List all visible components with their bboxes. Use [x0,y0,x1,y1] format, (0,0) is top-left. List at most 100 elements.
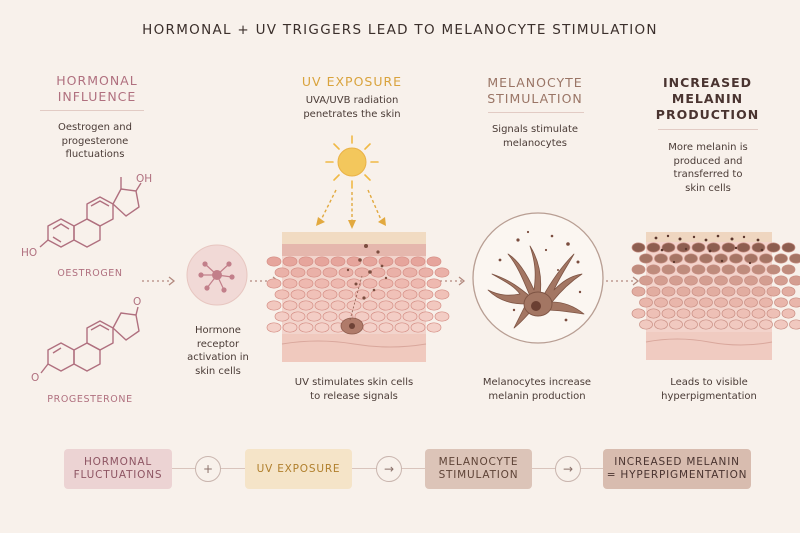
melanin-granule [692,235,696,239]
melanin-granule [760,248,764,252]
heading-melanin-line-2: MELANIN [671,91,744,106]
caption-pigment-2: hyperpigmentation [661,390,757,402]
skin-cell [426,256,442,267]
skin-cell [394,300,410,311]
skin-cell [654,253,668,264]
skin-cell [691,308,706,319]
skin-cell [418,311,434,322]
melanin-granule [364,244,368,248]
skin-cell [661,308,676,319]
melanin-granule [672,260,676,264]
skin-cell [706,264,721,275]
skin-cell [661,264,676,275]
skin-cell [751,308,766,319]
heading-hormonal: HORMONAL INFLUENCE [38,73,156,105]
skin-cell [298,300,314,311]
heading-melanocyte-line-1: MELANOCYTE [487,75,583,90]
heading-hormonal-line-1: HORMONAL [56,73,138,88]
skin-cell [789,319,800,330]
melanin-granule [376,250,380,254]
skin-cell [386,289,402,300]
desc-hormonal-1: Oestrogen and [58,122,132,133]
skin-cell [684,297,698,308]
skin-cell [759,297,773,308]
skin-cell [330,256,346,267]
skin-cell [639,253,653,264]
caption-uv-skin-2: to release signals [310,390,398,402]
caption-melanocyte-1: Melanocytes increase [482,377,592,388]
skin-cell [418,267,434,278]
skin-cell [714,275,728,286]
melanin-granule [716,234,720,238]
skin-cell [774,275,788,286]
skin-cell [346,256,362,267]
skin-cell [394,322,410,333]
skin-cell [314,300,330,311]
skin-cell [370,289,386,300]
skin-cell [669,253,683,264]
summary-box-melanin-2: = HYPERPIGMENTATION [606,469,748,481]
skin-cell [378,300,394,311]
skin-cell [736,242,751,253]
skin-cell [298,256,314,267]
skin-cell [691,242,706,253]
skin-cell [721,264,736,275]
skin-cell [721,242,736,253]
melanin-granule [666,234,670,238]
skin-cell [282,322,298,333]
heading-uv: UV EXPOSURE [282,74,422,90]
skin-cell [354,267,370,278]
skin-cell [759,275,773,286]
summary-box-uv-1: UV EXPOSURE [256,462,341,475]
skin-cell [362,300,378,311]
melanin-granule [734,246,738,250]
desc-hormonal-2: progesterone [61,135,129,147]
heading-melanin-rule [658,129,758,130]
skin-cell [781,286,796,297]
summary-plus-icon: + [195,456,221,482]
skin-cell [378,322,394,333]
melanin-granule [756,238,760,242]
skin-cell [676,286,691,297]
skin-cell [714,319,728,330]
skin-cell [699,275,713,286]
desc-melanin-3: transferred to [673,169,743,180]
skin-cell [766,242,781,253]
skin-cell [346,278,362,289]
skin-cell [266,322,282,333]
skin-cell [314,322,330,333]
skin-cell [631,308,646,319]
melanin-granule [346,268,350,272]
skin-cell [736,286,751,297]
skin-cell [266,256,282,267]
oestrogen-label: OESTROGEN [57,268,123,279]
skin-cell [676,242,691,253]
melanin-granule [660,248,664,252]
sun-icon [325,135,379,189]
desc-melanin-2: produced and [673,155,743,167]
caption-receptor: Hormone receptor activation in skin cell… [170,324,266,378]
melanin-granule [742,235,746,239]
caption-uv-skin-1: UV stimulates skin cells [294,377,414,388]
skin-cell [631,264,646,275]
skin-cell [669,319,683,330]
skin-cell [706,308,721,319]
summary-box-hormonal-1: HORMONAL [83,456,153,468]
skin-cell [691,286,706,297]
summary-arrow-icon-2: → [555,456,581,482]
skin-cell [654,319,668,330]
skin-cell [362,322,378,333]
skin-cell [290,267,306,278]
progesterone-o-left-label: O [31,372,40,384]
heading-melanocyte: MELANOCYTE STIMULATION [475,75,595,107]
pigmented-skin-section [631,232,800,360]
desc-melanocyte-1: Signals stimulate [491,124,579,135]
skin-cell [706,286,721,297]
skin-cell [736,308,751,319]
skin-cell [676,264,691,275]
caption-receptor-2: receptor [196,338,240,350]
skin-cell [274,267,290,278]
skin-cell [410,256,426,267]
melanocyte-illustration [472,212,604,344]
